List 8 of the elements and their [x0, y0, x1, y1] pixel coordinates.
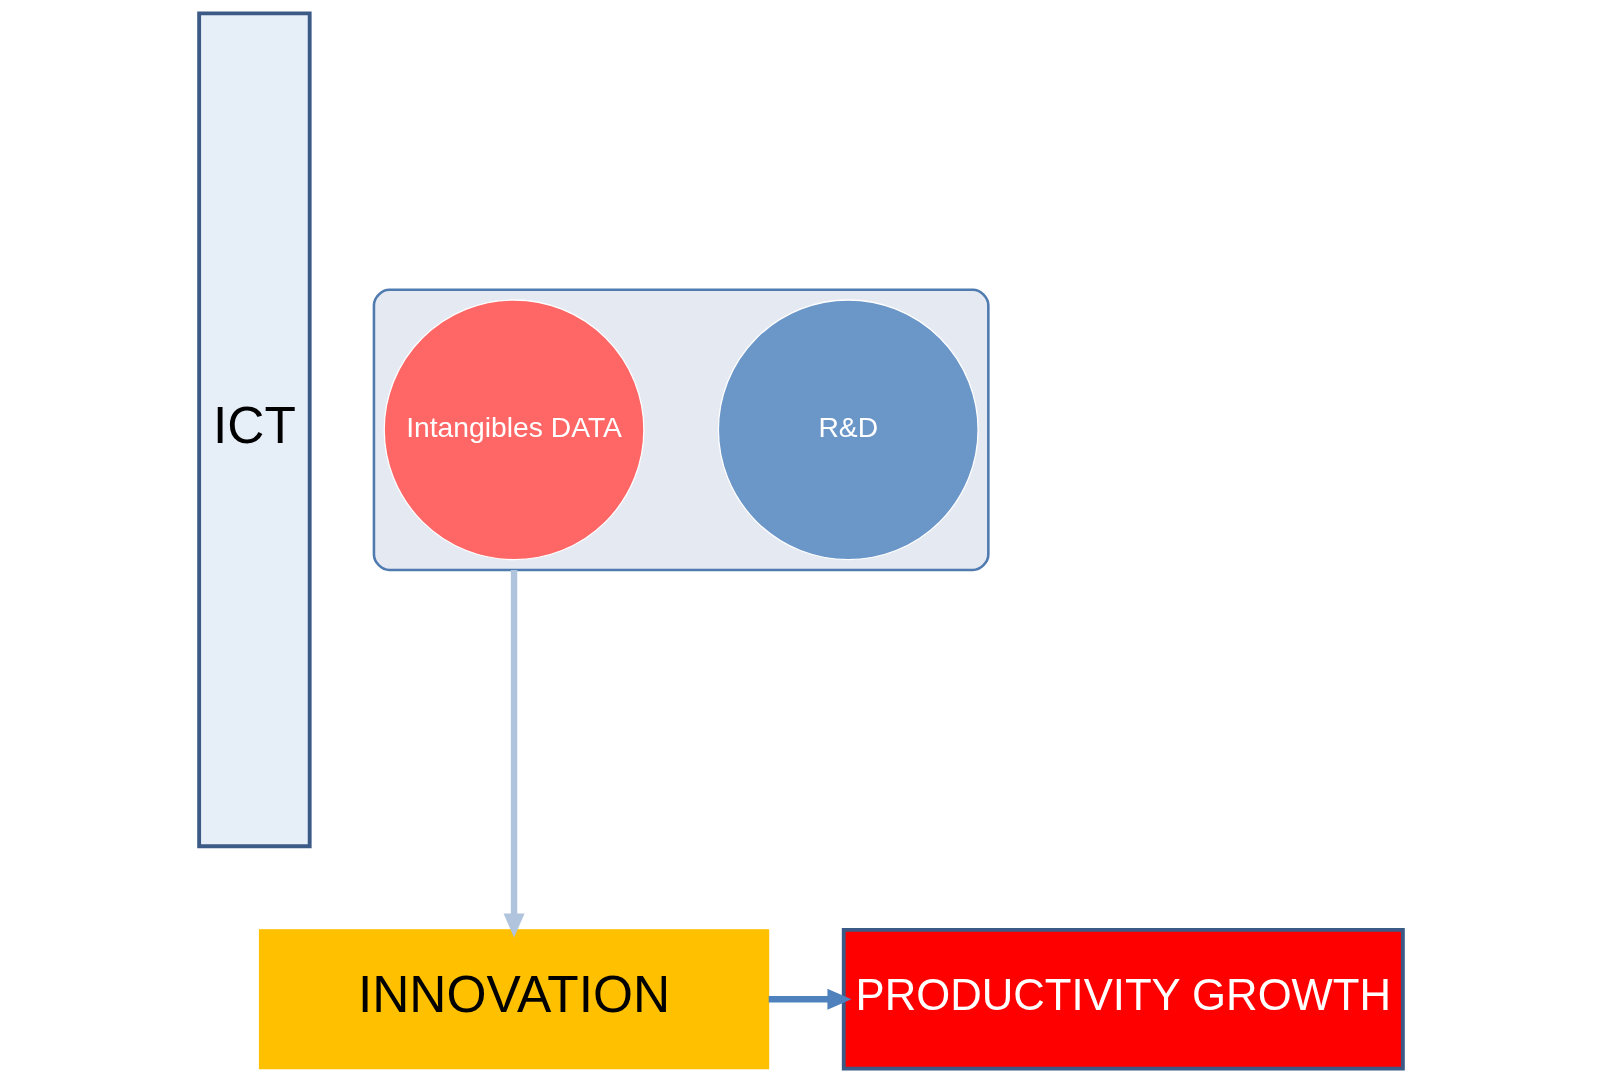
node-box: INNOVATION — [258, 929, 769, 1070]
node-box: PRODUCTIVITY GROWTH — [841, 927, 1405, 1071]
node-box: ICT — [196, 11, 312, 849]
cluster — [372, 288, 990, 572]
node-circle: R&D — [717, 299, 979, 561]
node-circle: Intangibles DATA — [383, 299, 644, 561]
arrow — [768, 988, 851, 1010]
arrow — [503, 569, 525, 938]
